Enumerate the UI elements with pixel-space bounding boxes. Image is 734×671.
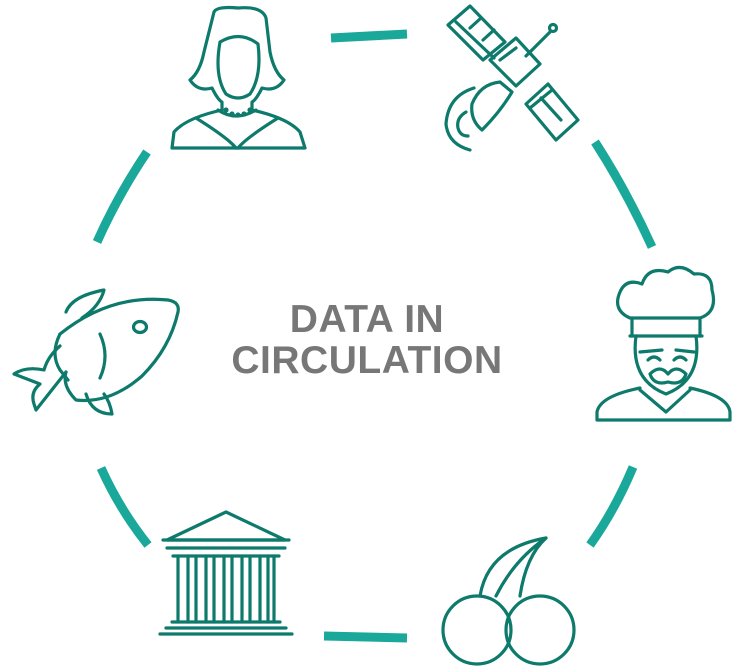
cherries-icon	[441, 536, 576, 666]
museum-icon	[158, 510, 294, 636]
ring-arc-upper-right	[591, 139, 657, 249]
diagram-title-line1: DATA IN	[289, 298, 445, 341]
satellite-icon	[444, 4, 580, 152]
ring-arc-lower-right	[586, 465, 638, 548]
fish-icon	[12, 288, 180, 416]
ring-arc-top	[330, 29, 408, 43]
ring-arc-upper-left	[92, 149, 151, 244]
diagram-title-line2: CIRCULATION	[231, 338, 503, 382]
woman-icon	[170, 5, 307, 150]
ring-arc-bottom	[323, 631, 408, 643]
ring-arc-lower-left	[96, 466, 152, 548]
chef-icon	[595, 265, 732, 422]
diagram-title: DATA IN CIRCULATION	[167, 298, 567, 382]
